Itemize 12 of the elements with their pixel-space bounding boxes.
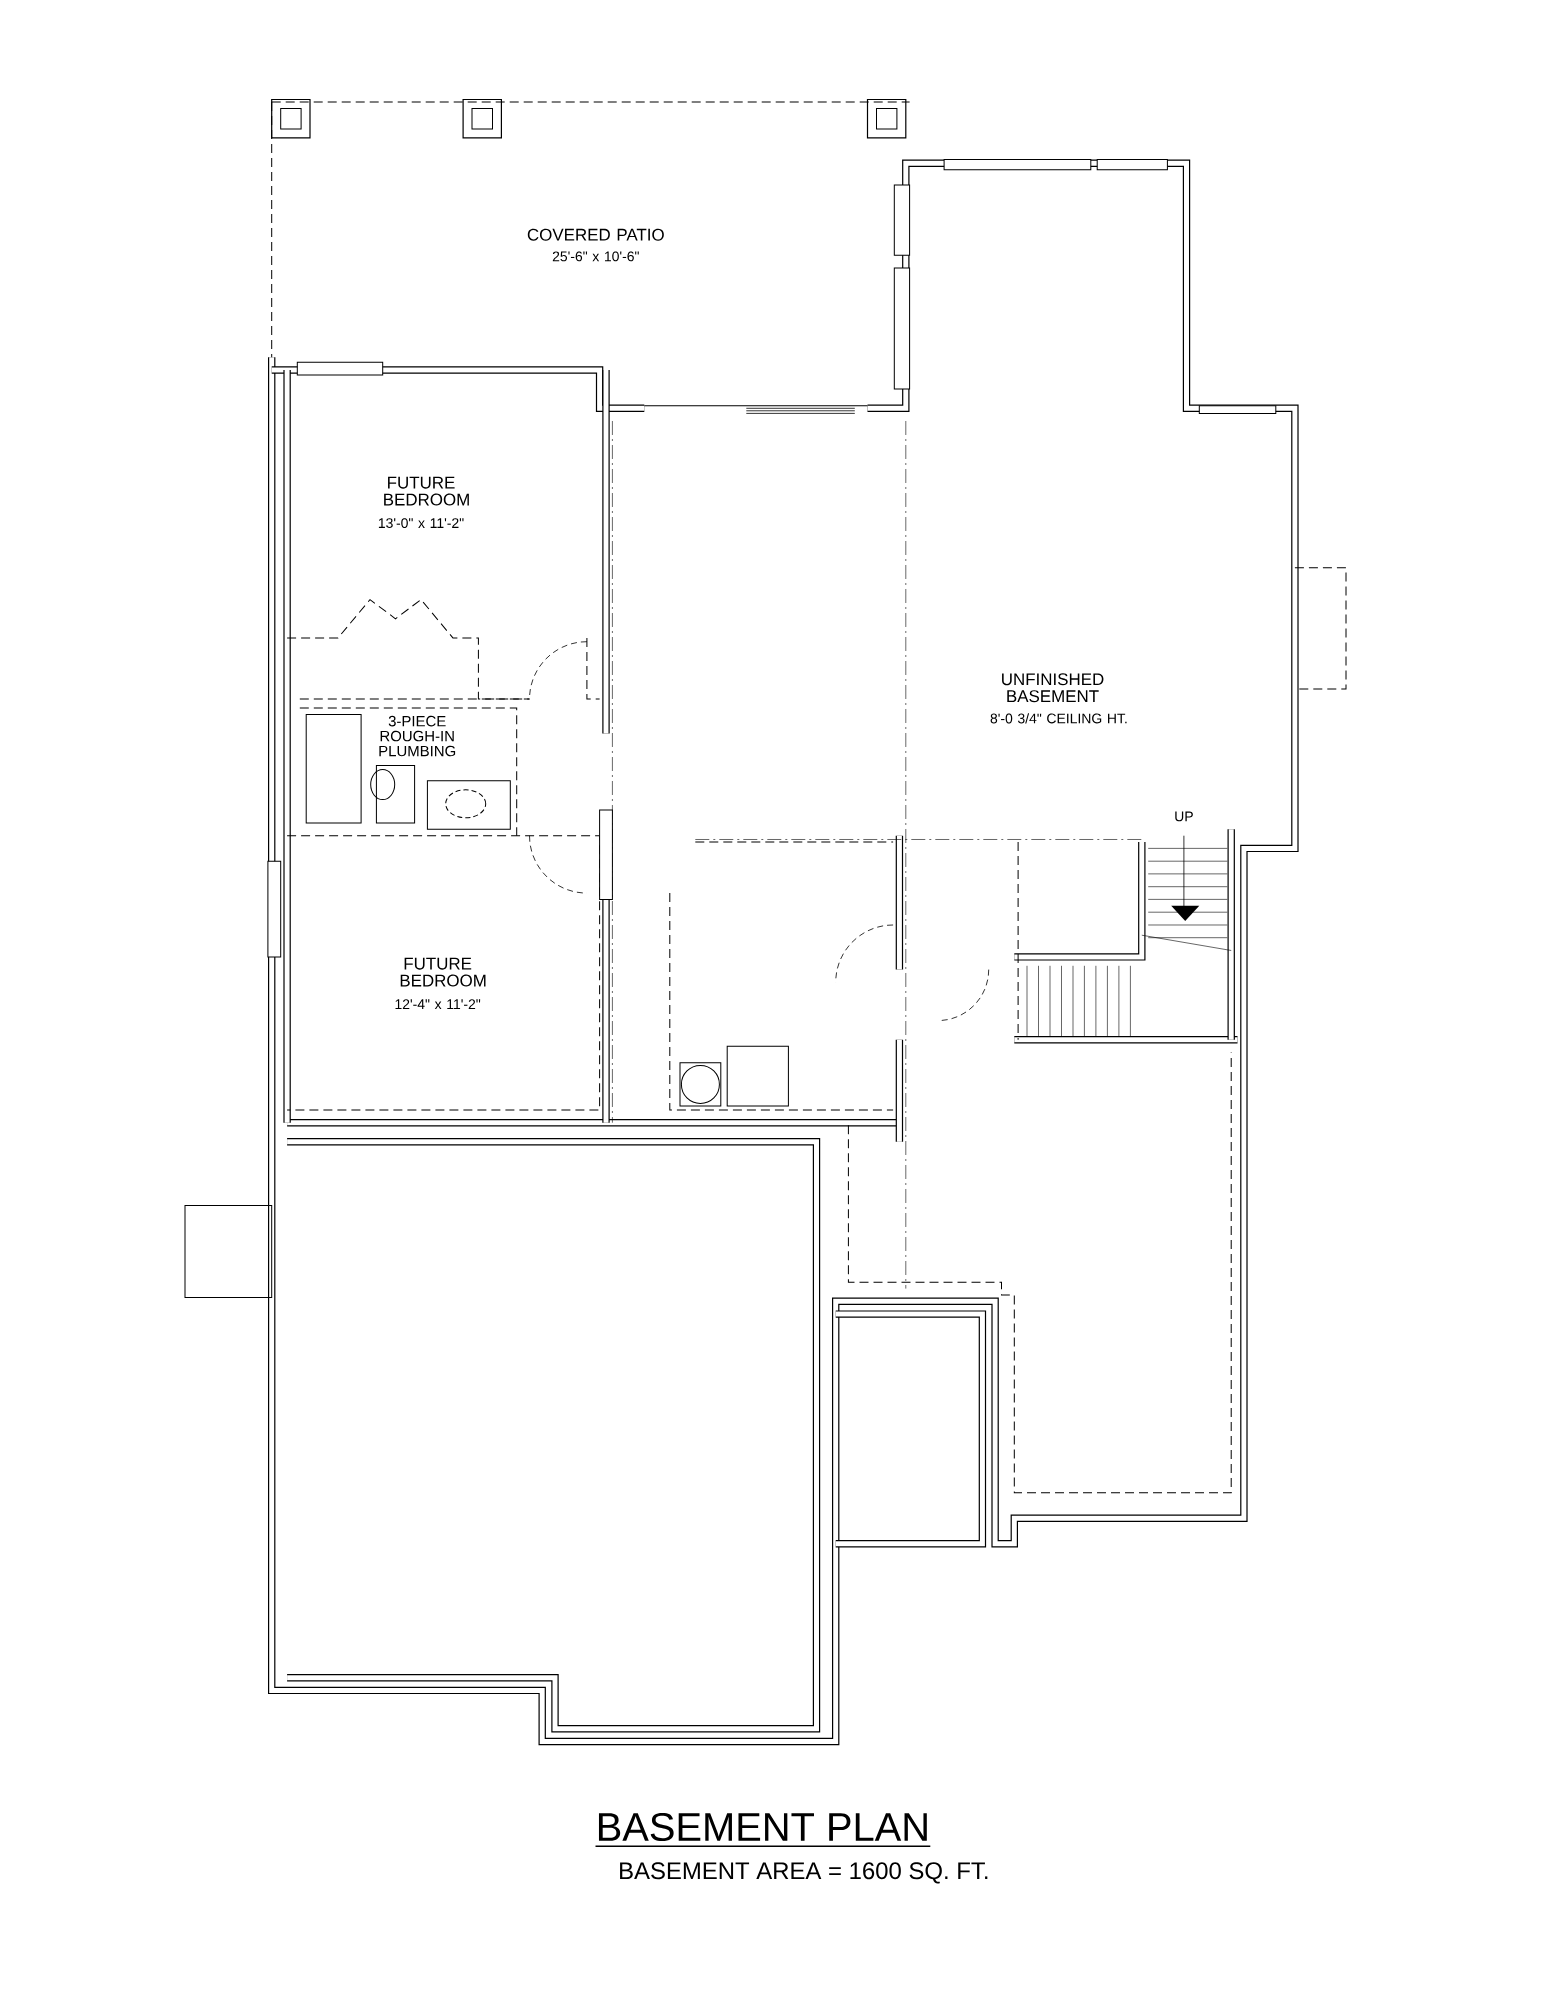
room-name: COVERED PATIO [527, 228, 664, 241]
area-caption: BASEMENT AREA = 1600 SQ. FT. [620, 1862, 988, 1884]
room-name: UNFINISHED BASEMENT [1002, 673, 1104, 703]
room-dimensions: 25'-6" x 10'-6" [552, 251, 639, 262]
room-dimensions: 12'-4" x 11'-2" [395, 999, 481, 1009]
room-dimensions: 13'-0" x 11'-2" [378, 518, 464, 529]
room-name: FUTURE BEDROOM [400, 957, 486, 987]
plan-title: BASEMENT PLAN [594, 1812, 932, 1848]
ceiling-height-note: 8'-0 3/4" CEILING HT. [990, 713, 1127, 724]
stair-direction-label: UP [1175, 811, 1193, 822]
fixture-note: 3-PIECE ROUGH-IN PLUMBING [379, 715, 456, 757]
room-name: FUTURE BEDROOM [384, 476, 469, 506]
